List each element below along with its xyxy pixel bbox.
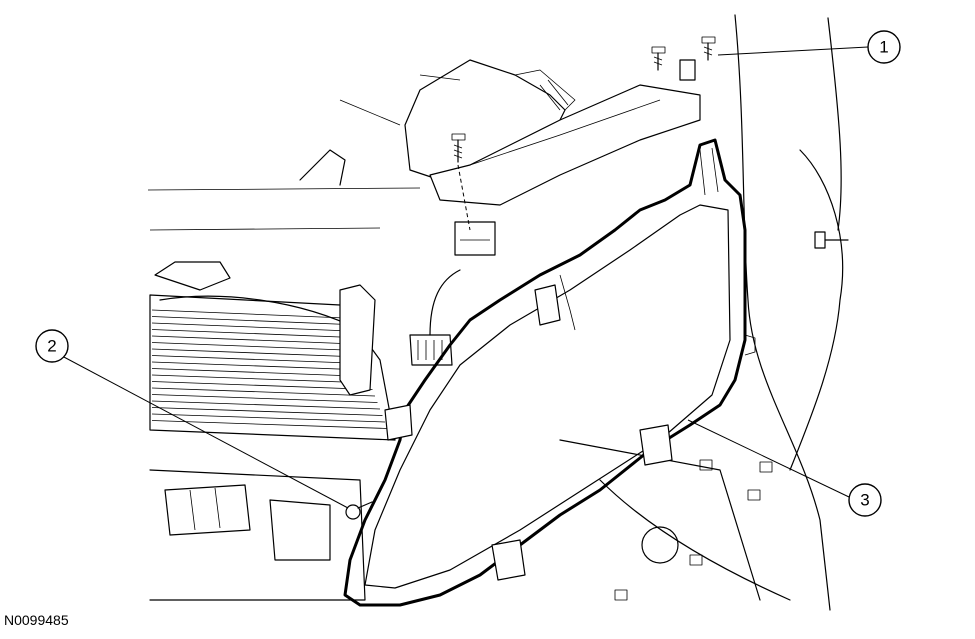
radiator-fin — [151, 342, 358, 351]
radiator-fin — [151, 400, 381, 410]
radiator-fin — [151, 335, 356, 345]
radiator-fin — [151, 420, 388, 429]
radiator-fin — [151, 368, 368, 377]
radiator-condenser — [149, 261, 396, 441]
radiator-fin — [151, 387, 376, 397]
radiator-fin — [151, 381, 373, 390]
callout-1: 1 — [717, 30, 901, 64]
headlamp-assembly — [343, 138, 756, 607]
radiator-fin — [151, 374, 371, 384]
radiator-fin — [151, 316, 348, 325]
callout-3-label: 3 — [860, 491, 869, 510]
figure-id: N0099485 — [4, 612, 69, 628]
callout-2: 2 — [35, 329, 349, 509]
bolt-upper-middle — [651, 46, 666, 71]
bolt-upper-right — [679, 36, 716, 81]
callout-3: 3 — [687, 419, 882, 517]
electrical-connector — [409, 269, 461, 366]
vehicle-front-structure — [147, 14, 844, 611]
radiator-fin — [151, 361, 366, 371]
radiator-fin — [151, 355, 363, 364]
radiator-fin — [151, 309, 346, 319]
radiator-fin — [151, 348, 361, 358]
radiator-fin — [151, 413, 386, 423]
lower-grille-structure — [149, 439, 791, 601]
lower-bolt — [345, 501, 373, 520]
bolt-upper-left — [451, 133, 471, 231]
radiator-support-bracket — [429, 84, 701, 256]
radiator-fin — [151, 394, 378, 403]
callout-2-label: 2 — [47, 337, 56, 356]
push-pin-right — [814, 231, 849, 249]
callout-1-label: 1 — [879, 38, 888, 57]
radiator-fin — [151, 407, 383, 416]
radiator-fin — [151, 322, 351, 332]
radiator-fin — [151, 329, 353, 338]
